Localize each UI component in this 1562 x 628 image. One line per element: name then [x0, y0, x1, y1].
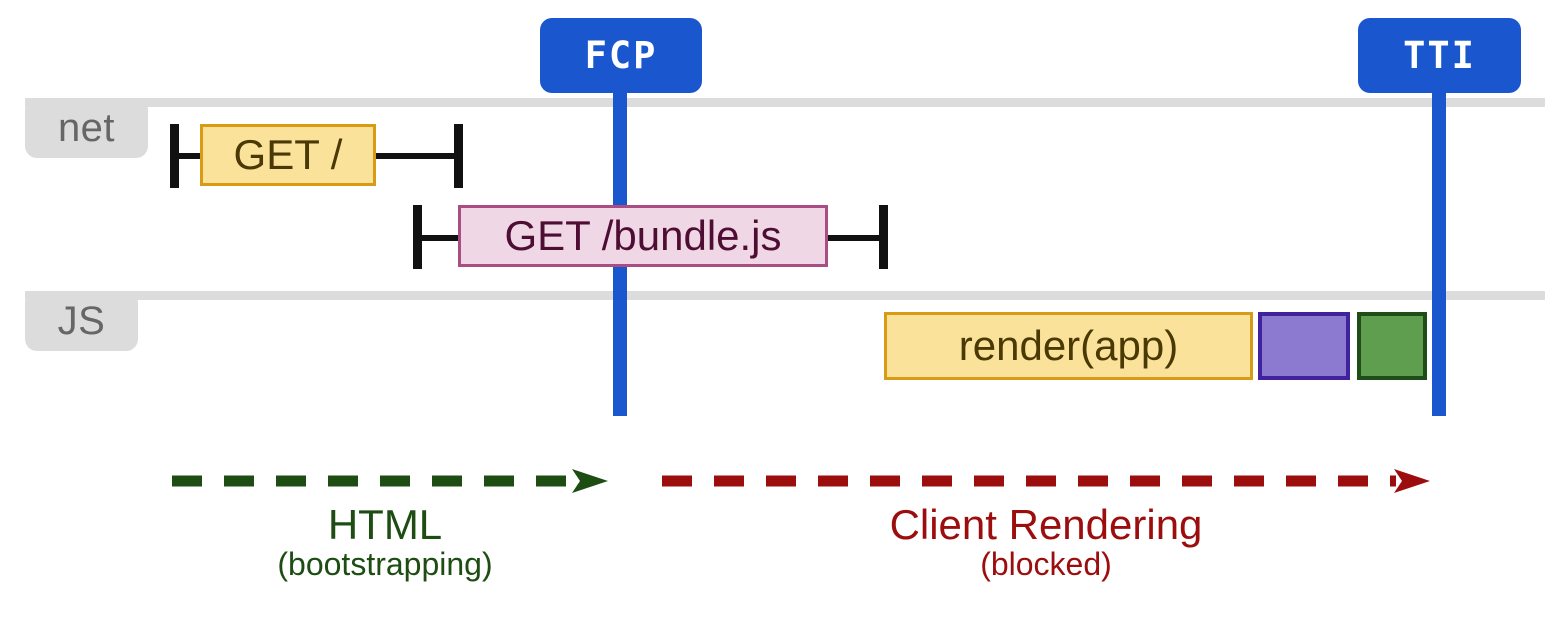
lane-rail-js	[25, 291, 1545, 300]
net-bar-get-root[interactable]: GET /	[200, 124, 376, 186]
fcp-marker-label: FCP	[584, 34, 658, 77]
tti-marker-label: TTI	[1403, 34, 1476, 77]
get-root-whisker-cap-left	[170, 124, 179, 188]
net-bar-get-bundle[interactable]: GET /bundle.js	[458, 205, 828, 267]
client-rendering-phase-label-main: Client Rendering	[889, 501, 1203, 548]
html-phase-label: HTML (bootstrapping)	[160, 501, 610, 582]
dashed-arrow-right-icon	[172, 469, 608, 493]
tti-marker-badge: TTI	[1358, 18, 1521, 93]
lane-badge-net-label: net	[57, 105, 116, 150]
tti-marker-line	[1432, 88, 1446, 416]
js-bar-render-app-label: render(app)	[958, 322, 1179, 369]
js-bar-task-green[interactable]	[1357, 312, 1427, 380]
html-phase-label-main: HTML	[327, 501, 443, 548]
html-phase-label-sub: (bootstrapping)	[277, 545, 493, 582]
fcp-marker-badge: FCP	[540, 18, 702, 93]
lane-badge-js-label: JS	[57, 298, 106, 343]
html-phase-arrow	[170, 468, 610, 494]
client-rendering-phase-label: Client Rendering (blocked)	[660, 501, 1432, 582]
client-rendering-phase-label-sub: (blocked)	[980, 545, 1112, 582]
get-bundle-whisker-cap-left	[413, 205, 422, 269]
net-bar-get-bundle-label: GET /bundle.js	[504, 212, 782, 259]
js-bar-render-app[interactable]: render(app)	[884, 312, 1253, 380]
lane-badge-net: net	[25, 98, 148, 158]
lane-rail-net	[25, 98, 1545, 107]
client-rendering-phase-arrow	[660, 468, 1432, 494]
lane-badge-js: JS	[25, 291, 138, 351]
get-bundle-whisker-cap-right	[879, 205, 888, 269]
dashed-arrow-right-icon	[662, 469, 1430, 493]
get-root-whisker-cap-right	[454, 124, 463, 188]
net-bar-get-root-label: GET /	[233, 131, 343, 178]
js-bar-task-purple[interactable]	[1258, 312, 1350, 380]
